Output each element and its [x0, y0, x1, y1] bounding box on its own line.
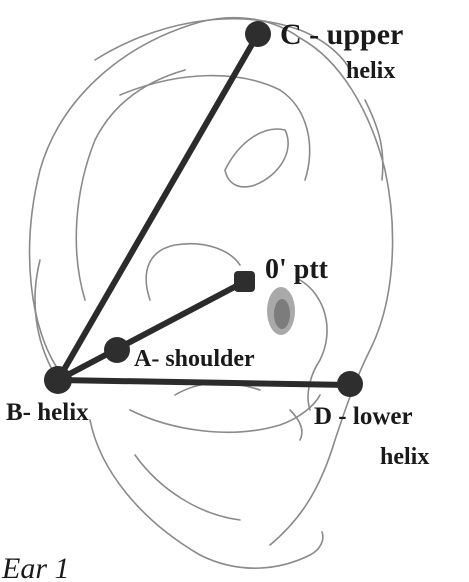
ear-canal-shading-core — [274, 299, 290, 329]
point-c — [245, 21, 271, 47]
tragus-curve — [300, 280, 327, 410]
label-d-line2: helix — [380, 444, 429, 470]
label-b: B- helix — [6, 399, 89, 426]
triangular-fossa — [225, 129, 288, 187]
label-c-line2: helix — [346, 58, 395, 84]
point-b — [44, 366, 72, 394]
ear-sketch — [30, 18, 393, 569]
point-a — [104, 337, 130, 363]
lower-concha — [130, 395, 320, 432]
outer-helix-outline — [30, 18, 393, 545]
label-ptt: 0' ptt — [265, 254, 329, 285]
side-contour-right — [365, 100, 383, 180]
point-ptt — [234, 271, 255, 292]
figure-caption: Ear 1 — [1, 552, 70, 582]
point-d — [337, 371, 363, 397]
earlobe-inner — [135, 455, 240, 520]
lobule-outline — [90, 420, 323, 568]
label-c-line1: C - upper — [280, 18, 403, 51]
label-d-line1: D - lower — [314, 403, 413, 430]
label-a: A- shoulder — [134, 346, 255, 372]
line-b-to-d — [58, 380, 350, 385]
